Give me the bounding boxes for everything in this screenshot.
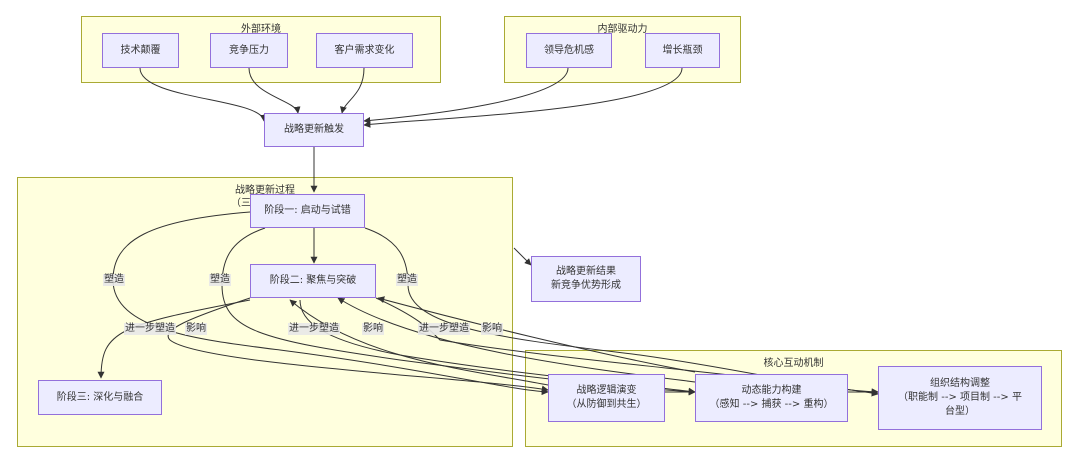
edge-stage2-logic: [167, 297, 549, 393]
node-customer-demand: 客户需求变化: [316, 33, 413, 68]
node-stage-1: 阶段一: 启动与试错: [250, 194, 365, 228]
node-strategy-logic: 战略逻辑演变 （从防御到共生）: [548, 374, 665, 422]
edge-structure-stage2: [377, 296, 696, 373]
edge-stage2-stage3: [97, 299, 251, 379]
cluster-core-title: 核心互动机制: [763, 358, 824, 369]
edge-label-further-shape-2: 进一步塑造: [288, 323, 340, 335]
edge-label-influence-2: 影响: [362, 323, 384, 335]
node-strategy-result-line-1: 战略更新结果: [556, 266, 616, 277]
node-competitive-pressure: 竞争压力: [210, 33, 288, 68]
node-stage-3-label: 阶段三: 深化与融合: [56, 391, 144, 403]
node-leadership-crisis-label: 领导危机感: [544, 44, 594, 56]
edge-customer-trigger: [340, 67, 365, 114]
edge-crisis-trigger: [363, 67, 569, 124]
node-growth-bottleneck-label: 增长瓶颈: [662, 44, 703, 56]
node-stage-1-label: 阶段一: 启动与试错: [264, 205, 351, 216]
edge-capability-stage2: [337, 297, 696, 383]
node-org-structure-line-1: 组织结构调整: [930, 378, 990, 389]
edge-compete-trigger: [248, 67, 301, 114]
node-growth-bottleneck: 增长瓶颈: [645, 33, 720, 68]
node-org-structure-line-2: （职能制 --> 项目制 --> 平: [898, 392, 1022, 403]
node-dynamic-capability-line-1: 动态能力构建: [741, 385, 802, 396]
cluster-process-subtitle: （三: [231, 198, 251, 209]
cluster-process-title: 战略更新过程: [235, 185, 295, 196]
cluster-external-title: 外部环境: [241, 24, 281, 35]
node-stage-2-label: 阶段二: 聚焦与突破: [269, 275, 357, 286]
edge-logic-stage2: [289, 299, 549, 386]
node-tech-disruption: 技术颠覆: [102, 33, 179, 68]
edge-label-influence-1: 影响: [185, 323, 207, 335]
node-strategy-trigger-label: 战略更新触发: [284, 124, 344, 135]
edge-stage1-logic: [112, 211, 549, 396]
edge-stage1-capability: [221, 227, 696, 396]
node-tech-disruption-label: 技术颠覆: [120, 44, 161, 56]
cluster-internal-title: 内部驱动力: [597, 24, 648, 35]
edge-label-influence-3: 影响: [481, 323, 503, 335]
node-stage-3: 阶段三: 深化与融合: [38, 380, 162, 415]
node-org-structure-line-3: 台型）: [945, 406, 975, 417]
node-strategy-result: 战略更新结果 新竞争优势形成: [531, 256, 641, 302]
edge-process-result: [513, 247, 532, 266]
node-dynamic-capability-line-2: （感知 --> 捕获 --> 重构）: [709, 399, 834, 410]
node-dynamic-capability: 动态能力构建 （感知 --> 捕获 --> 重构）: [695, 374, 848, 422]
edge-label-further-shape-3: 进一步塑造: [418, 323, 470, 335]
node-customer-demand-label: 客户需求变化: [334, 44, 395, 56]
edge-label-further-shape-1: 进一步塑造: [124, 323, 176, 335]
edge-bottleneck-trigger: [363, 67, 683, 128]
node-strategy-logic-line-1: 战略逻辑演变: [576, 385, 637, 396]
node-leadership-crisis: 领导危机感: [526, 33, 612, 68]
node-competitive-pressure-label: 竞争压力: [229, 44, 269, 56]
node-org-structure: 组织结构调整 （职能制 --> 项目制 --> 平 台型）: [878, 366, 1042, 430]
node-strategy-trigger: 战略更新触发: [264, 113, 364, 147]
edge-tech-trigger: [139, 67, 267, 122]
node-strategy-result-line-2: 新竞争优势形成: [551, 280, 621, 291]
edge-stage1-structure: [364, 227, 879, 396]
edge-label-shape-3: 塑造: [396, 274, 418, 286]
node-stage-2: 阶段二: 聚焦与突破: [250, 264, 376, 298]
edge-label-shape-1: 塑造: [103, 274, 125, 286]
edge-label-shape-2: 塑造: [209, 274, 231, 286]
node-strategy-logic-line-2: （从防御到共生）: [566, 399, 647, 410]
